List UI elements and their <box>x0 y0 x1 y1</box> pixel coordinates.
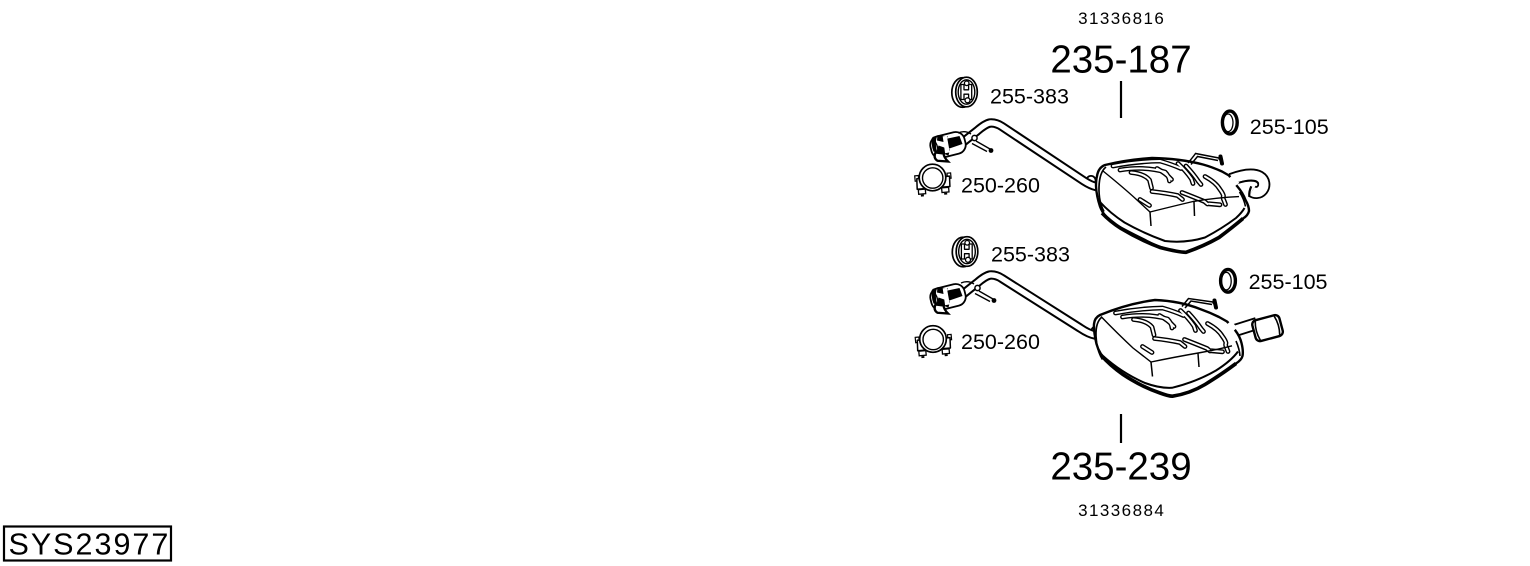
svg-text:255-383: 255-383 <box>991 243 1070 267</box>
svg-text:31336816: 31336816 <box>1078 9 1165 28</box>
svg-text:SYS23977: SYS23977 <box>9 527 171 561</box>
svg-text:255-105: 255-105 <box>1249 270 1328 294</box>
svg-text:235-187: 235-187 <box>1050 39 1191 82</box>
svg-text:250-260: 250-260 <box>961 330 1040 354</box>
svg-text:255-105: 255-105 <box>1250 115 1329 139</box>
svg-text:250-260: 250-260 <box>961 173 1040 197</box>
svg-text:235-239: 235-239 <box>1050 445 1191 488</box>
svg-text:255-383: 255-383 <box>990 85 1069 109</box>
svg-text:31336884: 31336884 <box>1078 501 1165 520</box>
